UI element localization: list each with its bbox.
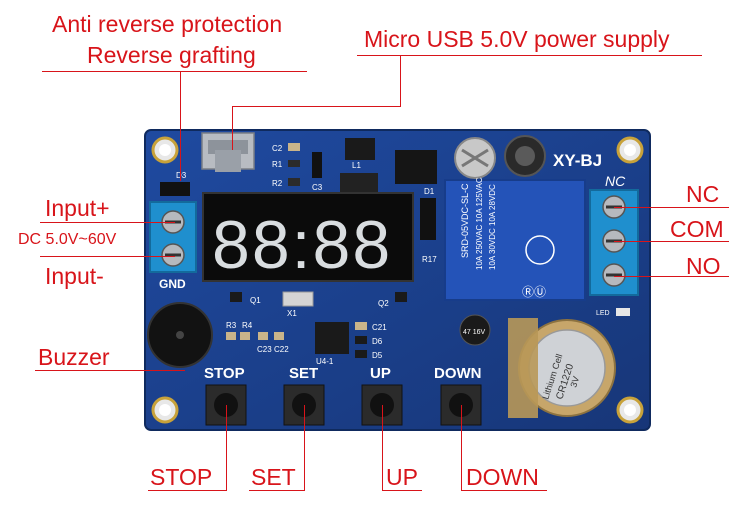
usb-leader-v <box>400 55 401 107</box>
button-silk-down: DOWN <box>434 365 482 382</box>
seven-segment-display <box>202 192 414 282</box>
ref-c3: C3 <box>312 183 323 192</box>
no-label: NO <box>686 253 721 279</box>
reverse-grafting-label: Reverse grafting <box>87 42 256 68</box>
ref-d5: D5 <box>372 351 383 360</box>
ref-r2: R2 <box>272 179 283 188</box>
led-silkscreen: LED <box>596 310 610 317</box>
buzzer-component <box>147 302 213 368</box>
ref-c2: C2 <box>272 144 283 153</box>
com-label: COM <box>670 216 724 242</box>
button-silk-up: UP <box>370 365 391 382</box>
buzzer-line <box>35 370 185 371</box>
micro-usb-label: Micro USB 5.0V power supply <box>364 26 670 52</box>
stop-leader <box>226 405 227 491</box>
anti-reverse-leader <box>180 71 181 181</box>
relay-text-3: 10A 30VDC 10A 28VDC <box>488 184 497 270</box>
ref-c21: C21 <box>372 323 387 332</box>
nc-line <box>614 207 729 208</box>
input-minus-label: Input- <box>45 263 104 289</box>
dc-range-label: DC 5.0V~60V <box>18 231 117 248</box>
nc-silkscreen: NC <box>605 173 626 189</box>
relay: SRD-05VDC-SL-C 10A 250VAC 10A 125VAC 10A… <box>444 177 586 301</box>
com-line <box>614 241 729 242</box>
down-underline <box>461 490 547 491</box>
ref-d6: D6 <box>372 337 383 346</box>
input-minus-line <box>40 256 175 257</box>
led-indicator <box>616 308 630 316</box>
up-leader <box>382 405 383 491</box>
input-terminal-block <box>149 201 197 273</box>
relay-text-1: SRD-05VDC-SL-C <box>460 183 470 258</box>
silkscreen-refs: D3 C2 R1 R2 C3 L1 D1 R17 Q1 X1 Q2 R3 R4 … <box>176 144 437 366</box>
ref-r3: R3 <box>226 321 237 330</box>
ref-u4: U4-1 <box>316 357 334 366</box>
battery-text-3: 3V <box>568 375 581 389</box>
up-underline <box>382 490 422 491</box>
set-underline <box>249 490 305 491</box>
gnd-silkscreen: GND <box>159 277 186 291</box>
smd-components-middle <box>226 291 407 358</box>
down-label: DOWN <box>466 464 539 490</box>
anti-reverse-underline <box>42 71 307 72</box>
ref-d3: D3 <box>176 171 187 180</box>
buzzer-label: Buzzer <box>38 344 110 370</box>
up-label: UP <box>386 464 418 490</box>
ref-x1: X1 <box>287 309 297 318</box>
capacitors-top <box>454 135 546 179</box>
set-leader <box>304 405 305 491</box>
ref-q1: Q1 <box>250 296 261 305</box>
anti-reverse-label: Anti reverse protection <box>52 11 283 37</box>
diode-d1 <box>420 198 436 240</box>
battery-holder: Lithium Cell CR1220 3V <box>508 318 616 418</box>
board-model-text: XY-BJ <box>553 151 602 170</box>
usb-leader-v2 <box>232 106 233 150</box>
stop-underline <box>148 490 227 491</box>
ref-r17: R17 <box>422 255 437 264</box>
ref-c22: C22 <box>274 345 289 354</box>
ref-d1: D1 <box>424 187 435 196</box>
smd-components-top <box>160 138 437 196</box>
mounting-holes <box>151 136 644 424</box>
relay-text-2: 10A 250VAC 10A 125VAC <box>475 177 484 270</box>
display-digits: 88:88 <box>212 207 392 283</box>
button-silk-set: SET <box>289 365 318 382</box>
nc-label: NC <box>686 181 720 207</box>
set-label: SET <box>251 464 296 490</box>
no-line <box>614 276 729 277</box>
stop-label: STOP <box>150 464 213 490</box>
input-plus-line <box>40 222 175 223</box>
input-plus-label: Input+ <box>45 195 110 221</box>
usb-underline <box>357 55 702 56</box>
usb-leader-h <box>232 106 401 107</box>
ref-l1: L1 <box>352 161 361 170</box>
svg-text:ⓇⓊ: ⓇⓊ <box>522 285 546 299</box>
button-silk-stop: STOP <box>204 365 245 382</box>
down-leader <box>461 405 462 491</box>
cap-text: 47 16V <box>463 329 486 336</box>
ref-r1: R1 <box>272 160 283 169</box>
output-terminal-block <box>589 189 639 296</box>
micro-usb-port <box>201 132 255 172</box>
small-capacitor: 47 16V <box>459 314 491 346</box>
ref-c23: C23 <box>257 345 272 354</box>
ref-r4: R4 <box>242 321 253 330</box>
ref-q2: Q2 <box>378 299 389 308</box>
